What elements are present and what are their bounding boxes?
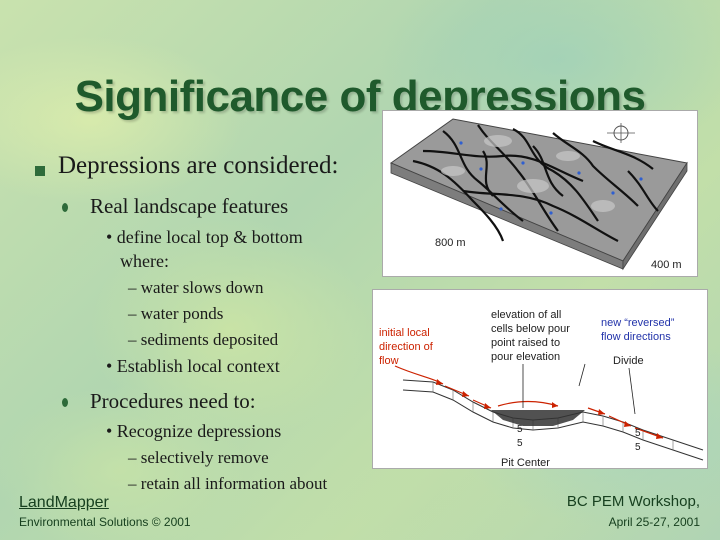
footer-landmapper: LandMapper	[19, 494, 109, 511]
cell-label-5a: 5	[517, 424, 523, 435]
bullet-recognize: • Recognize depressions	[106, 421, 282, 441]
footer-dates: April 25-27, 2001	[608, 515, 700, 529]
bullet-procedures: Procedures need to:	[90, 389, 256, 413]
footer-workshop: BC PEM Workshop,	[566, 493, 700, 510]
depression-profile-graphic: initial local direction of flow elevatio…	[379, 309, 704, 469]
label-reversed-line2: flow directions	[601, 331, 671, 343]
label-800m: 800 m	[435, 237, 466, 249]
label-initial-line1: initial local	[379, 327, 430, 339]
bullet-establish-context: • Establish local context	[106, 356, 280, 376]
label-divide: Divide	[613, 355, 644, 367]
cell-label-5d: 5	[635, 442, 641, 453]
bullet-depressions: Depressions are considered:	[58, 152, 339, 179]
cell-label-5c: 5	[635, 428, 641, 439]
bullet-square-icon	[35, 166, 45, 176]
bullet-dot-icon	[62, 398, 68, 407]
bullet-dot-icon	[62, 203, 68, 212]
label-elevation-line4: pour elevation	[491, 351, 560, 363]
bullet-sediments: – sediments deposited	[128, 330, 279, 349]
label-elevation-line3: point raised to	[491, 337, 560, 349]
bullet-selectively-remove: – selectively remove	[128, 448, 269, 467]
cell-label-5b: 5	[517, 438, 523, 449]
pond-fill	[491, 410, 585, 426]
label-reversed-line1: new “reversed”	[601, 317, 675, 329]
bullet-water-ponds: – water ponds	[128, 304, 224, 323]
bullet-water-slows: – water slows down	[128, 278, 264, 297]
compass-icon	[607, 123, 635, 143]
bullet-define-local: • define local top & bottom	[106, 227, 303, 247]
terrain-3d-graphic: 800 m 400 m	[389, 118, 688, 271]
label-elevation-line1: elevation of all	[491, 309, 561, 321]
label-pit-center: Pit Center	[501, 457, 550, 468]
label-initial-line2: direction of	[379, 341, 434, 353]
footer-copyright: Environmental Solutions © 2001	[19, 515, 191, 529]
bullet-real-landscape: Real landscape features	[90, 194, 289, 218]
depression-profile-figure: initial local direction of flow elevatio…	[372, 289, 708, 469]
label-elevation-line2: cells below pour	[491, 323, 570, 335]
label-400m: 400 m	[651, 259, 682, 271]
bullet-define-where: where:	[120, 251, 169, 271]
label-initial-line3: flow	[379, 355, 399, 367]
bullet-retain-info: – retain all information about	[128, 474, 328, 493]
terrain-3d-figure: 800 m 400 m	[382, 110, 698, 277]
